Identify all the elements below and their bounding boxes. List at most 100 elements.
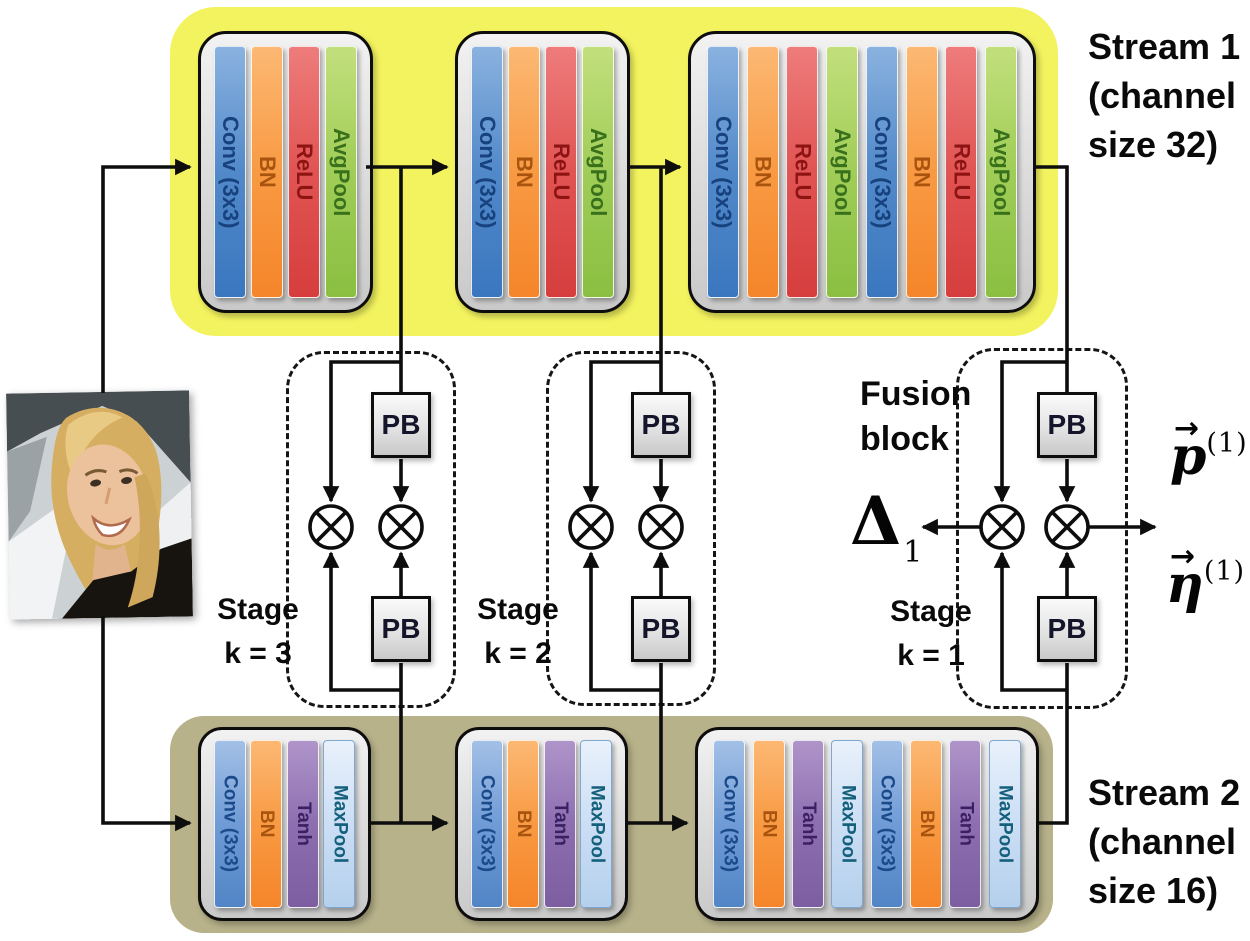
- layer-bar-tanh: Tanh: [286, 740, 319, 908]
- eta-letter: η: [1166, 554, 1204, 615]
- delta-subscript: 1: [903, 535, 923, 570]
- layer-label: AvgPool: [586, 127, 611, 217]
- layer-label: BN: [915, 810, 937, 838]
- layer-label: BN: [513, 810, 535, 838]
- layer-bar-maxpool: MaxPool: [323, 740, 356, 908]
- layer-bar-bn: BN: [752, 740, 785, 908]
- layer-bar-conv: Conv (3x3): [213, 740, 246, 908]
- layer-label: Conv (3x3): [869, 115, 895, 229]
- layer-label: ReLU: [292, 143, 317, 201]
- pb-label: PB: [381, 409, 421, 440]
- layer-bar-avgpool: AvgPool: [325, 46, 357, 298]
- pb-box-k1-top: PB: [1037, 392, 1097, 458]
- p-letter: p: [1170, 426, 1207, 487]
- stream1-block-3: Conv (3x3) BN ReLU AvgPool Conv (3x3) BN…: [688, 31, 1036, 313]
- layer-bar-avgpool: AvgPool: [985, 46, 1018, 298]
- layer-label: Conv (3x3): [876, 775, 898, 873]
- p-vector-label: → p (1): [1170, 411, 1248, 483]
- fusion-label-line: Fusion: [860, 375, 972, 413]
- layer-label: MaxPool: [329, 784, 351, 864]
- layer-bar-bn: BN: [251, 46, 283, 298]
- layer-label: BN: [909, 156, 935, 188]
- stream1-label-line: size 32): [1088, 124, 1219, 165]
- stream1-label-line: Stream 1: [1088, 26, 1241, 67]
- layer-label: Conv (3x3): [710, 115, 736, 229]
- pb-label: PB: [641, 409, 681, 440]
- layer-bar-relu: ReLU: [288, 46, 320, 298]
- stream2-block-1: Conv (3x3) BN Tanh MaxPool: [198, 727, 371, 921]
- layer-label: ReLU: [790, 143, 816, 201]
- layer-label: MaxPool: [994, 784, 1016, 864]
- layer-bar-maxpool: MaxPool: [988, 740, 1021, 908]
- stream1-block-1: Conv (3x3) BN ReLU AvgPool: [198, 31, 373, 313]
- layer-bar-bn: BN: [905, 46, 938, 298]
- pb-box-k1-bottom: PB: [1037, 596, 1097, 662]
- eta-vector-label: → η (1): [1166, 539, 1245, 611]
- stage-k1-label: Stage k = 1: [876, 590, 986, 678]
- layer-bar-maxpool: MaxPool: [580, 740, 613, 908]
- fusion-block-label: Fusion block: [860, 372, 971, 462]
- layer-bar-conv: Conv (3x3): [471, 46, 503, 298]
- layer-bar-tanh: Tanh: [949, 740, 982, 908]
- layer-label: AvgPool: [830, 127, 856, 217]
- layer-label: BN: [758, 810, 780, 838]
- layer-bar-relu: ReLU: [786, 46, 819, 298]
- layer-bar-tanh: Tanh: [791, 740, 824, 908]
- stage-label-line: Stage: [217, 593, 299, 626]
- layer-label: MaxPool: [586, 784, 608, 864]
- fusion-label-line: block: [860, 420, 949, 458]
- layer-bar-maxpool: MaxPool: [831, 740, 864, 908]
- layer-label: BN: [256, 810, 278, 838]
- pb-box-k3-bottom: PB: [371, 596, 431, 662]
- layer-label: Tanh: [955, 802, 977, 846]
- vector-arrow-icon: →: [1174, 411, 1200, 446]
- vector-arrow-icon: →: [1170, 539, 1196, 574]
- layer-bar-conv: Conv (3x3): [865, 46, 898, 298]
- pb-box-k3-top: PB: [371, 392, 431, 458]
- pb-box-k2-bottom: PB: [631, 596, 691, 662]
- stage-label-line: k = 1: [897, 639, 965, 672]
- layer-label: Tanh: [797, 802, 819, 846]
- layer-bar-conv: Conv (3x3): [706, 46, 739, 298]
- layer-label: Tanh: [549, 802, 571, 846]
- layer-label: BN: [255, 156, 280, 188]
- pb-label: PB: [381, 613, 421, 644]
- delta-symbol: Δ: [850, 482, 902, 560]
- stream2-label-line: (channel: [1088, 821, 1237, 862]
- layer-label: Conv (3x3): [218, 115, 243, 229]
- layer-bar-bn: BN: [508, 46, 540, 298]
- layer-bar-avgpool: AvgPool: [582, 46, 614, 298]
- fusion-stage-k3-box: [286, 351, 456, 708]
- stage-label-line: Stage: [477, 593, 559, 626]
- layer-bar-conv: Conv (3x3): [870, 740, 903, 908]
- layer-label: ReLU: [549, 143, 574, 201]
- pb-box-k2-top: PB: [631, 392, 691, 458]
- stage-label-line: k = 2: [484, 637, 552, 670]
- face-illustration: [6, 390, 193, 620]
- layer-label: Conv (3x3): [475, 115, 500, 229]
- layer-bar-conv: Conv (3x3): [713, 740, 746, 908]
- layer-bar-bn: BN: [250, 740, 283, 908]
- layer-bar-tanh: Tanh: [543, 740, 576, 908]
- stage-label-line: Stage: [890, 595, 972, 628]
- layer-bar-conv: Conv (3x3): [470, 740, 503, 908]
- layer-bar-bn: BN: [746, 46, 779, 298]
- stage-k2-label: Stage k = 2: [463, 588, 573, 676]
- pb-label: PB: [1047, 613, 1087, 644]
- pb-label: PB: [1047, 409, 1087, 440]
- layer-bar-relu: ReLU: [545, 46, 577, 298]
- stream1-label-line: (channel: [1088, 75, 1237, 116]
- stream1-label: Stream 1 (channel size 32): [1088, 22, 1240, 169]
- stage-label-line: k = 3: [224, 637, 292, 670]
- stage-k3-label: Stage k = 3: [203, 588, 313, 676]
- stream2-label-line: size 16): [1088, 870, 1219, 911]
- layer-bar-bn: BN: [507, 740, 540, 908]
- layer-label: BN: [750, 156, 776, 188]
- layer-label: Tanh: [292, 802, 314, 846]
- layer-bar-avgpool: AvgPool: [826, 46, 859, 298]
- layer-label: AvgPool: [329, 127, 354, 217]
- layer-label: BN: [512, 156, 537, 188]
- layer-label: Conv (3x3): [719, 775, 741, 873]
- layer-bar-bn: BN: [909, 740, 942, 908]
